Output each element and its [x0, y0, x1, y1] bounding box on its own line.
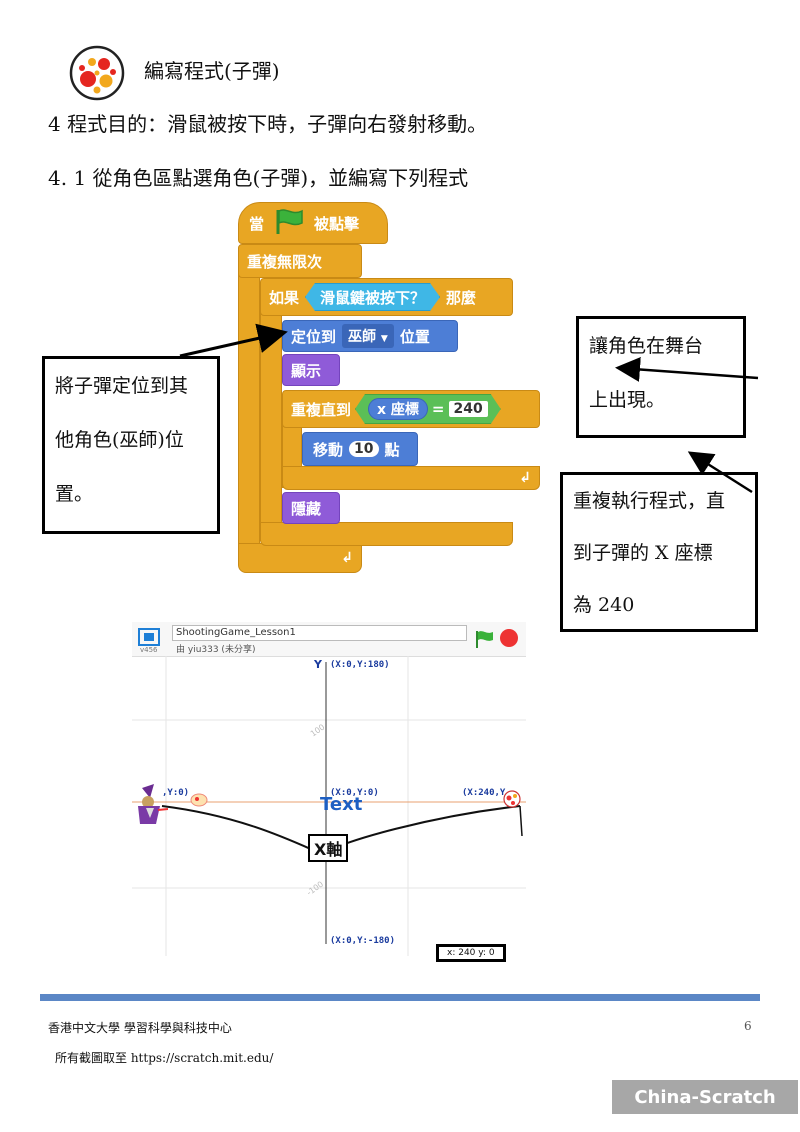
repeat-until-block[interactable]: 重複直到 x 座標 = 240: [282, 390, 540, 428]
callout-line: 他角色(巫師)位: [55, 429, 184, 451]
footer-bar: [40, 994, 760, 1001]
callout-line: 為 240: [573, 594, 635, 616]
callout-show-explanation: 讓角色在舞台 上出現。: [576, 316, 746, 438]
center-coordinate: (X:0,Y:0): [330, 788, 379, 798]
x-position-reporter[interactable]: x 座標: [368, 398, 428, 420]
right-coordinate: (X:240,Y: [462, 788, 506, 798]
move-label: 移動: [313, 440, 344, 459]
section-logo-icon: [68, 44, 126, 102]
callout-line: 到子彈的 X 座標: [573, 542, 713, 564]
page-number: 6: [744, 1019, 752, 1033]
left-coordinate: ,Y:0): [162, 788, 190, 798]
section-title: 編寫程式(子彈): [144, 59, 280, 83]
step-instruction: 4. 1 從角色區點選角色(子彈)，並編寫下列程式: [48, 166, 469, 190]
stop-icon[interactable]: [500, 629, 518, 647]
move-steps-block[interactable]: 移動 10 點: [302, 432, 418, 466]
forever-footer: ↲: [238, 543, 362, 573]
hide-block[interactable]: 隱藏: [282, 492, 340, 524]
y-axis-label: Y: [314, 658, 322, 671]
when-flag-clicked-block[interactable]: 當 被點擊: [238, 202, 388, 244]
move-steps-input[interactable]: 10: [349, 441, 379, 457]
equals-operator[interactable]: x 座標 = 240: [355, 394, 501, 424]
green-flag-icon[interactable]: [474, 630, 494, 652]
then-label: 那麼: [446, 288, 477, 307]
hat-when-label: 當: [249, 214, 265, 233]
show-block[interactable]: 顯示: [282, 354, 340, 386]
move-suffix-label: 點: [384, 440, 400, 459]
hat-clicked-label: 被點擊: [314, 214, 360, 233]
source-note: 所有截圖取至 https://scratch.mit.edu/: [55, 1051, 274, 1065]
forever-block[interactable]: 重複無限次: [238, 244, 362, 278]
loop-arrow-icon: ↲: [519, 470, 531, 486]
goto-label: 定位到: [291, 327, 337, 346]
fullscreen-icon[interactable]: [138, 628, 160, 650]
callout-line: 重複執行程式，直: [573, 490, 726, 512]
top-coordinate: (X:0,Y:180): [330, 660, 390, 670]
callout-line: 置。: [55, 483, 94, 505]
if-footer: [260, 522, 513, 546]
repeat-footer: ↲: [282, 466, 540, 490]
forever-label: 重複無限次: [247, 252, 323, 271]
bullet-sprite-icon: [190, 792, 208, 811]
callout-line: 讓角色在舞台: [589, 335, 704, 357]
position-readout: x: 240 y: 0: [436, 944, 506, 962]
version-label: v456: [140, 646, 158, 654]
wizard-sprite-icon: [134, 784, 169, 828]
repeat-until-label: 重複直到: [291, 400, 352, 419]
loop-arrow-icon: ↲: [341, 550, 353, 566]
dropdown-arrow-icon: ▼: [380, 334, 388, 344]
arrow-to-goto: [179, 323, 288, 358]
arrow-to-show-note: [615, 356, 759, 382]
if-mouse-down-block[interactable]: 如果 滑鼠鍵被按下？ 那麼: [260, 278, 513, 316]
goto-target-value: 巫師: [348, 329, 377, 345]
callout-line: 將子彈定位到其: [55, 375, 189, 397]
if-label: 如果: [269, 288, 300, 307]
callout-line: 上出現。: [589, 389, 666, 411]
target-value-input[interactable]: 240: [449, 401, 488, 417]
hide-label: 隱藏: [291, 499, 322, 518]
show-label: 顯示: [291, 361, 322, 380]
bottom-coordinate: (X:0,Y:-180): [330, 936, 396, 946]
callout-repeat-explanation: 重複執行程式，直 到子彈的 X 座標 為 240: [560, 472, 758, 632]
bullet-sprite-icon: [502, 790, 522, 812]
goto-target-dropdown[interactable]: 巫師 ▼: [342, 324, 394, 348]
project-author: 由 yiu333 (未分享): [176, 645, 256, 655]
callout-goto-explanation: 將子彈定位到其 他角色(巫師)位 置。: [42, 356, 220, 534]
stage-text-sprite: Text: [320, 794, 363, 815]
project-title-field[interactable]: ShootingGame_Lesson1: [172, 625, 467, 641]
watermark: China-Scratch: [612, 1080, 798, 1114]
go-to-sprite-block[interactable]: 定位到 巫師 ▼ 位置: [282, 320, 458, 352]
equals-sign: =: [431, 400, 445, 418]
x-position-label: x 座標: [377, 402, 419, 418]
stage-header: v456 ShootingGame_Lesson1 由 yiu333 (未分享): [132, 622, 526, 657]
condition-label: 滑鼠鍵被按下？: [320, 288, 426, 307]
goto-suffix-label: 位置: [399, 327, 430, 346]
program-goal: 4 程式目的：滑鼠被按下時，子彈向右發射移動。: [48, 112, 488, 136]
footer-organization: 香港中文大學 學習科學與科技中心: [48, 1021, 232, 1035]
mouse-down-condition[interactable]: 滑鼠鍵被按下？: [305, 283, 440, 311]
arrow-to-repeat-note: [687, 451, 753, 494]
x-axis-label: X軸: [308, 834, 349, 862]
scratch-stage: v456 ShootingGame_Lesson1 由 yiu333 (未分享)…: [132, 622, 526, 968]
green-flag-icon: [274, 208, 304, 238]
